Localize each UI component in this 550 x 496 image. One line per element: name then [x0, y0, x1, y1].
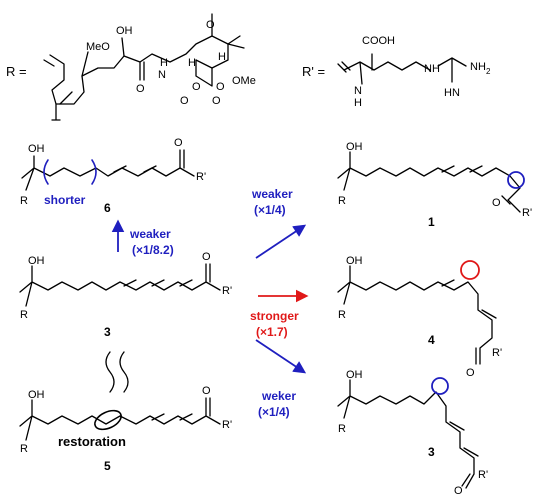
rp-nh: NH — [424, 63, 440, 75]
c5-oh: OH — [28, 389, 45, 401]
c3b-oh: OH — [346, 369, 363, 381]
c1-rp: R' — [522, 207, 532, 219]
arrow-to-4-factor: (×1.7) — [256, 325, 288, 339]
compound-1: OH R O R' 1 — [337, 141, 532, 229]
r-o-acetal2: O — [212, 95, 221, 107]
r-o-ring2: O — [216, 81, 225, 93]
c5-tag-restoration: restoration — [58, 434, 126, 449]
rp-hn: HN — [444, 87, 460, 99]
compound-3-center: OH R O R' 3 — [19, 251, 232, 339]
c3a-r: R — [20, 309, 28, 321]
r-o-amide: O — [136, 83, 145, 95]
c1-r: R — [338, 195, 346, 207]
c4-rp: R' — [492, 347, 502, 359]
c5-o: O — [202, 385, 211, 397]
c4-number: 4 — [428, 333, 435, 347]
arrow-to-4-label: stronger — [250, 309, 299, 323]
c3a-o: O — [202, 251, 211, 263]
c6-oh: OH — [28, 143, 45, 155]
r-meo: MeO — [86, 41, 110, 53]
c1-oh: OH — [346, 141, 363, 153]
rp-label: R' = — [302, 64, 325, 79]
arrow-up-weaker: weaker (×1/8.2) — [111, 219, 174, 257]
c3b-r: R — [338, 423, 346, 435]
rp-n: N — [354, 85, 362, 97]
compound-4: OH R O R' 4 — [337, 255, 502, 379]
c3a-oh: OH — [28, 255, 45, 267]
compound-5: OH R O R' restoration 5 — [19, 385, 232, 473]
r-h-n: H — [160, 57, 168, 69]
c3b-rp: R' — [478, 469, 488, 481]
rp-nh2-subscript: 2 — [486, 67, 491, 76]
c5-number: 5 — [104, 459, 111, 473]
r-h-ring: H — [188, 57, 196, 69]
c5-r: R — [20, 443, 28, 455]
c6-rp: R' — [196, 171, 206, 183]
r-h-ring2: H — [218, 51, 226, 63]
c3a-number: 3 — [104, 325, 111, 339]
arrow-up-label: weaker — [129, 227, 171, 241]
r-oh: OH — [116, 25, 133, 37]
r-substituent: R = MeO OH O H N H OMe O O O O O H — [6, 13, 256, 121]
c4-r: R — [338, 309, 346, 321]
rp-substituent: R' = COOH N H NH NH 2 HN — [302, 35, 491, 109]
compound-6: OH R O R' shorter 6 — [20, 137, 206, 215]
arrow-to-1-weaker: weaker (×1/4) — [251, 187, 307, 259]
arrow-to-3-label: weker — [261, 389, 296, 403]
rp-h: H — [354, 97, 362, 109]
c6-number: 6 — [104, 201, 111, 215]
compound-3-bottom: OH R O R' 3 — [337, 369, 488, 496]
c4-o: O — [466, 367, 475, 379]
c5-rp: R' — [222, 419, 232, 431]
c3a-rp: R' — [222, 285, 232, 297]
c6-o: O — [174, 137, 183, 149]
arrow-to-4-stronger: stronger (×1.7) — [250, 289, 309, 339]
c6-tag-shorter: shorter — [44, 193, 86, 207]
r-ome: OMe — [232, 75, 256, 87]
r-o-ring1: O — [192, 81, 201, 93]
arrow-to-3-weker: weker (×1/4) — [255, 339, 307, 419]
r-label: R = — [6, 64, 27, 79]
c1-number: 1 — [428, 215, 435, 229]
wavy-mark-left — [105, 351, 115, 393]
c6-r: R — [20, 195, 28, 207]
c1-o: O — [492, 197, 501, 209]
wavy-mark-right — [119, 351, 129, 393]
c3b-number: 3 — [428, 445, 435, 459]
r-o-acetal1: O — [180, 95, 189, 107]
c3b-o: O — [454, 485, 463, 496]
arrow-to-1-factor: (×1/4) — [254, 203, 286, 217]
arrow-to-3-factor: (×1/4) — [258, 405, 290, 419]
arrow-to-1-label: weaker — [251, 187, 293, 201]
rp-cooh: COOH — [362, 35, 395, 47]
arrow-up-factor: (×1/8.2) — [132, 243, 174, 257]
rp-nh2: NH — [470, 61, 486, 73]
c4-oh: OH — [346, 255, 363, 267]
r-o-pyran: O — [206, 19, 215, 31]
r-n: N — [158, 69, 166, 81]
